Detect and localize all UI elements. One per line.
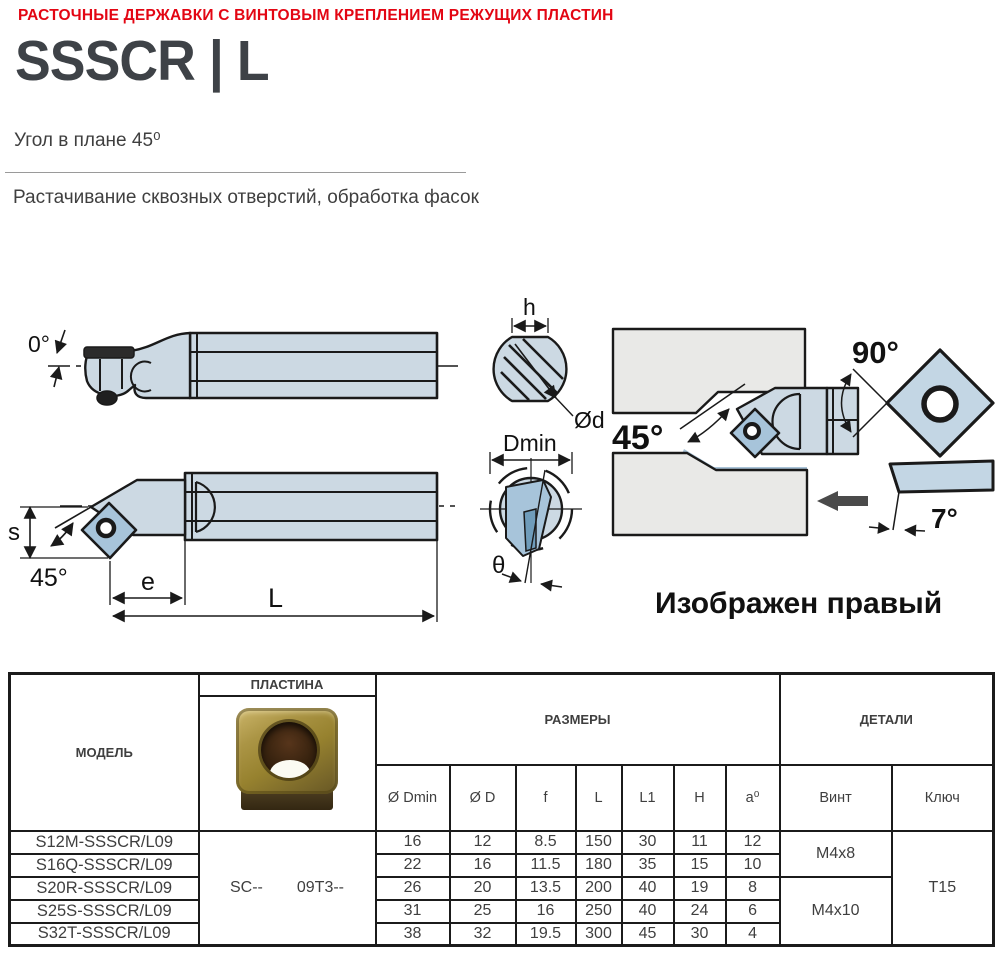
insert-90-label: 90° xyxy=(852,335,899,370)
table-row: S32T-SSSCR/L09 38 32 19.5 300 45 30 4 xyxy=(8,921,994,947)
col-header-a: a⁰ xyxy=(724,763,781,832)
insert-code-cell: SC--09T3-- xyxy=(197,829,377,947)
table-row: S20R-SSSCR/L09 26 20 13.5 200 40 19 8 M4… xyxy=(8,875,994,947)
lead-angle-note: Угол в плане 45⁰ xyxy=(14,130,161,151)
head-length-label: e xyxy=(141,568,155,596)
rake-angle-label: 0° xyxy=(28,331,50,357)
key-cell: T15 xyxy=(890,829,995,947)
chamfer-45-label: 45° xyxy=(612,419,663,457)
application-note: Растачивание сквозных отверстий, обработ… xyxy=(13,187,479,208)
min-bore-label: Dmin xyxy=(503,430,557,456)
col-header-key: Ключ xyxy=(890,763,995,832)
lead-angle-45-label: 45° xyxy=(30,564,68,592)
shank-height-label: s xyxy=(8,519,20,546)
col-header-screw: Винт xyxy=(778,763,893,832)
table-row: S12M-SSSCR/L09 SC--09T3-- 16 12 8.5 150 … xyxy=(8,829,995,947)
overall-length-label: L xyxy=(268,583,283,613)
col-header-l: L xyxy=(574,763,623,832)
col-header-h: H xyxy=(672,763,727,832)
application-view xyxy=(611,327,995,537)
model-cell: S16Q-SSSCR/L09 xyxy=(8,852,200,878)
col-header-details: ДЕТАЛИ xyxy=(778,672,995,766)
technical-drawing: 0° s 45° e L h Ød xyxy=(8,294,995,623)
divider-line xyxy=(5,172,466,173)
screw-m4x10-cell: M4x10 xyxy=(778,875,893,947)
spec-table: МОДЕЛЬ ПЛАСТИНА РАЗМЕРЫ ДЕТАЛИ Ø Dmin Ø … xyxy=(8,672,996,947)
col-header-l1: L1 xyxy=(620,763,675,832)
page-kicker: РАСТОЧНЫЕ ДЕРЖАВКИ С ВИНТОВЫМ КРЕПЛЕНИЕМ… xyxy=(18,7,614,24)
insert-photo-cell xyxy=(197,694,377,832)
model-cell: S32T-SSSCR/L09 xyxy=(8,921,200,947)
col-header-insert: ПЛАСТИНА xyxy=(197,672,377,697)
insert-hole xyxy=(261,722,317,778)
col-header-f: f xyxy=(514,763,577,832)
right-hand-caption: Изображен правый xyxy=(655,587,942,620)
model-cell: S20R-SSSCR/L09 xyxy=(8,875,200,901)
page-title: SSSCR | L xyxy=(15,29,270,93)
side-view-straight xyxy=(48,329,458,406)
col-header-d: Ø D xyxy=(448,763,517,832)
theta-angle-label: θ xyxy=(492,552,505,579)
col-header-model: МОДЕЛЬ xyxy=(8,672,200,832)
front-view-dmin xyxy=(480,452,582,592)
side-view-45 xyxy=(20,471,455,623)
shank-cross-section xyxy=(492,318,574,417)
table-row: S25S-SSSCR/L09 31 25 16 250 40 24 6 xyxy=(8,898,994,924)
flat-height-label: h xyxy=(523,294,536,320)
col-header-dimensions: РАЗМЕРЫ xyxy=(374,672,781,766)
model-cell: S25S-SSSCR/L09 xyxy=(8,898,200,924)
col-header-dmin: Ø Dmin xyxy=(374,763,451,832)
screw-m4x8-cell: M4x8 xyxy=(778,829,893,878)
insert-photo xyxy=(228,706,346,820)
model-cell: S12M-SSSCR/L09 xyxy=(8,829,200,855)
clearance-7-label: 7° xyxy=(931,503,958,534)
shank-diameter-label: Ød xyxy=(574,407,605,433)
table-row: S16Q-SSSCR/L09 22 16 11.5 180 35 15 10 xyxy=(8,852,994,878)
